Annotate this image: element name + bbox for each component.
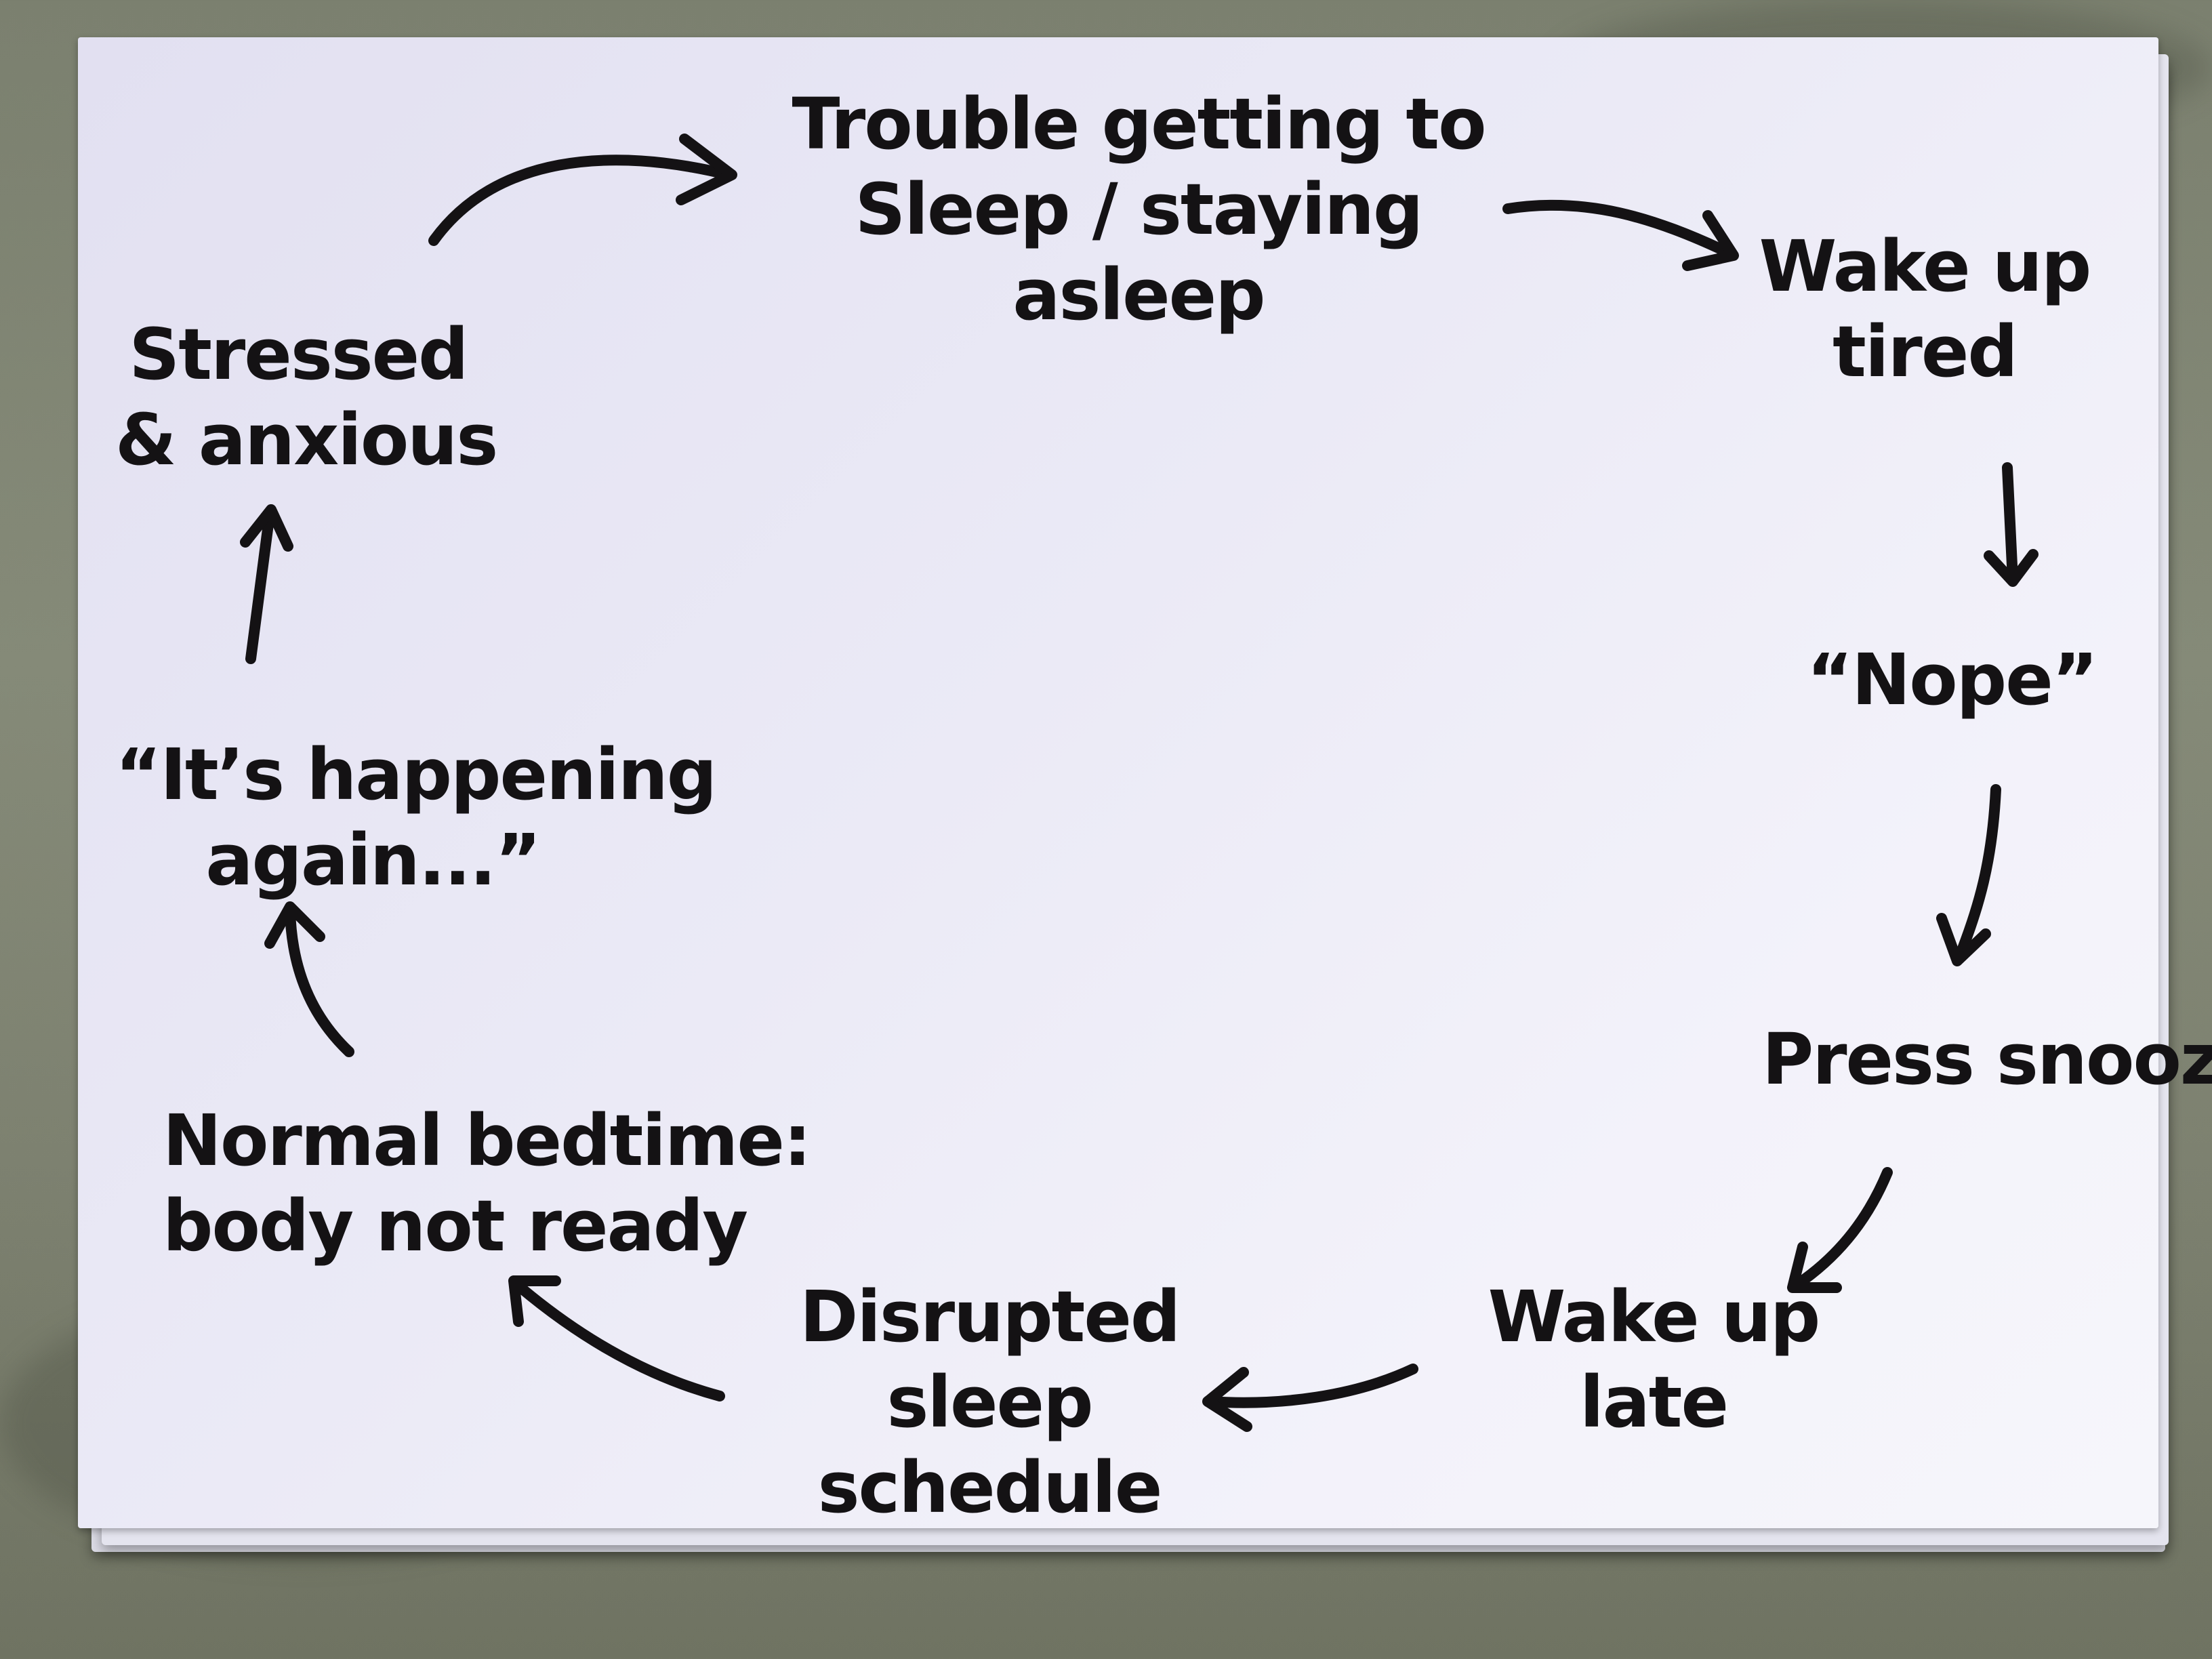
node-nope: “Nope”	[1796, 637, 2108, 722]
node-happening-again-line-2: again...”	[205, 819, 541, 901]
node-stressed-anxious-line-1: Stressed	[129, 313, 468, 396]
node-normal-bedtime-line-2: body not ready	[163, 1185, 748, 1267]
node-stressed-anxious: Stressed & anxious	[115, 312, 498, 483]
node-trouble-sleeping-line-3: asleep	[1012, 253, 1265, 336]
node-press-snooze-line-1: Press snooze	[1762, 1018, 2212, 1101]
node-nope-line-1: “Nope”	[1806, 638, 2098, 721]
node-normal-bedtime-line-1: Normal bedtime:	[163, 1099, 811, 1182]
node-wake-up-late: Wake up late	[1477, 1274, 1830, 1445]
node-wake-up-tired: Wake up tired	[1735, 224, 2114, 394]
node-trouble-sleeping-line-2: Sleep / staying	[855, 168, 1424, 251]
node-disrupted-schedule-line-2: sleep	[886, 1361, 1093, 1443]
node-wake-up-late-line-1: Wake up	[1488, 1275, 1821, 1358]
node-press-snooze: Press snooze	[1762, 1017, 2212, 1102]
node-trouble-sleeping: Trouble getting to Sleep / staying aslee…	[786, 81, 1491, 337]
node-happening-again: “It’s happening again...”	[115, 732, 717, 903]
node-normal-bedtime: Normal bedtime: body not ready	[163, 1098, 811, 1269]
node-disrupted-schedule-line-3: schedule	[817, 1446, 1163, 1529]
node-happening-again-line-1: “It’s happening	[115, 733, 717, 816]
node-disrupted-schedule: Disrupted sleep schedule	[800, 1274, 1181, 1530]
node-disrupted-schedule-line-1: Disrupted	[800, 1275, 1181, 1358]
node-stressed-anxious-line-2: & anxious	[115, 398, 498, 481]
node-wake-up-late-line-2: late	[1579, 1361, 1729, 1443]
node-wake-up-tired-line-2: tired	[1832, 310, 2018, 393]
node-wake-up-tired-line-1: Wake up	[1759, 225, 2092, 308]
node-trouble-sleeping-line-1: Trouble getting to	[792, 83, 1486, 165]
